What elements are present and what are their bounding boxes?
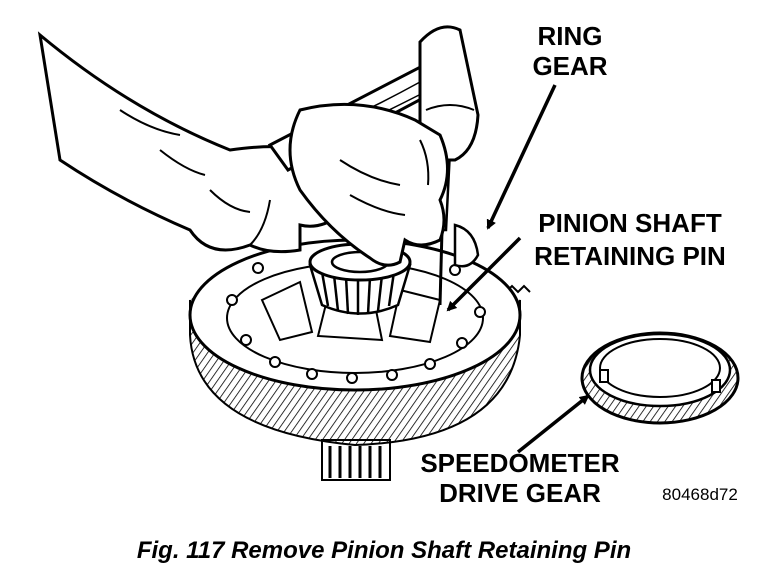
speedometer-drive-gear-label: SPEEDOMETER DRIVE GEAR <box>420 448 620 508</box>
callout-arrows <box>446 84 590 454</box>
differential-assembly <box>188 238 531 481</box>
speedometer-drive-gear <box>580 331 740 425</box>
pinion-shaft-retaining-pin-label: PINION SHAFT RETAINING PIN <box>534 208 726 271</box>
right-hand <box>288 102 449 267</box>
technician-hands <box>37 25 480 306</box>
left-hand <box>37 31 345 254</box>
ring-gear-arrow <box>486 84 557 230</box>
ring-gear-label: RING GEAR <box>532 21 607 81</box>
lower-bearing <box>321 439 391 481</box>
speedometer-label-line1: SPEEDOMETER <box>420 448 620 478</box>
ring-gear-label-line1: RING <box>538 21 603 51</box>
pinion-label-line1: PINION SHAFT <box>538 208 722 238</box>
figure-code: 80468d72 <box>662 485 738 504</box>
bolt-holes <box>226 262 486 384</box>
figure-caption: Fig. 117 Remove Pinion Shaft Retaining P… <box>137 537 631 564</box>
retaining-pin-arrow <box>446 236 522 312</box>
speedometer-label-line2: DRIVE GEAR <box>439 478 601 508</box>
pinion-label-line2: RETAINING PIN <box>534 241 726 271</box>
ring-gear-label-line2: GEAR <box>532 51 607 81</box>
speedometer-gear-arrow <box>516 394 590 454</box>
